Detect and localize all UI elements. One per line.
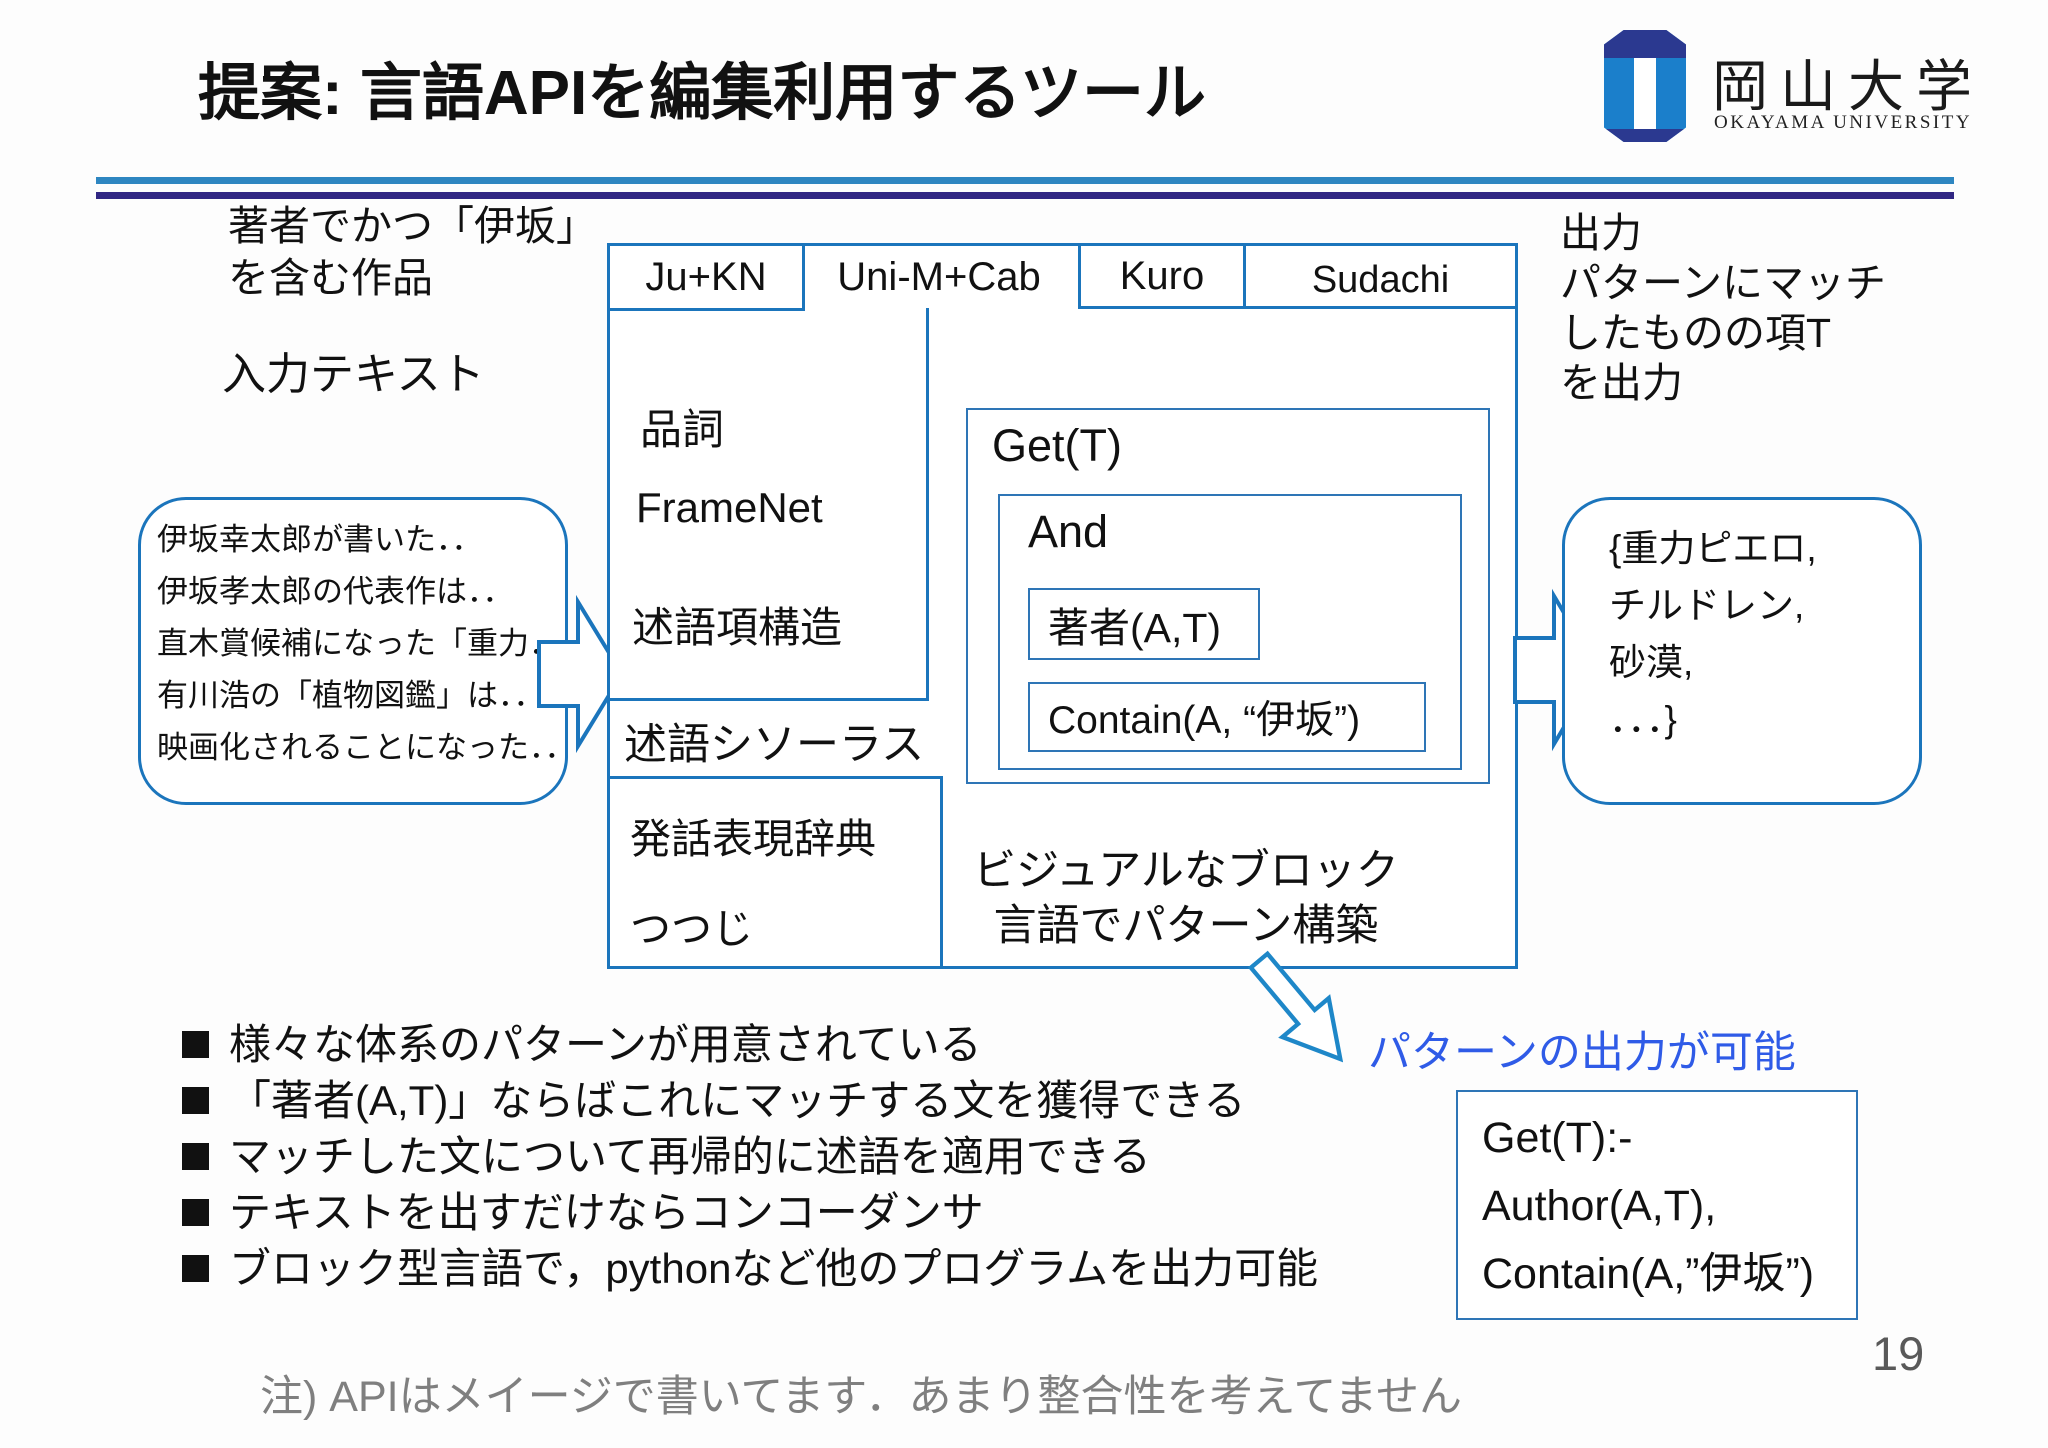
pattern-code-line: Contain(A,”伊坂”) bbox=[1482, 1250, 1815, 1298]
university-name-en: OKAYAMA UNIVERSITY bbox=[1714, 112, 1973, 133]
output-caption-line: パターンにマッチ bbox=[1560, 260, 1886, 306]
bullet-item: ブロック型言語で，pythonなど他のプログラムを出力可能 bbox=[182, 1242, 1318, 1298]
footnote: 注) APIはメイージで書いてます．あまり整合性を考えてません bbox=[260, 1373, 1462, 1421]
visual-block-caption: ビジュアルなブロック 言語でパターン構築 bbox=[968, 844, 1404, 954]
input-line: 有川浩の「植物図鑑」は．． bbox=[157, 678, 545, 713]
get-label: Get(T) bbox=[992, 420, 1122, 471]
resource-item: FrameNet bbox=[636, 484, 823, 531]
pattern-export-label: パターンの出力が可能 bbox=[1368, 1029, 1796, 1077]
tool-diagram-box: Ju+KN Uni-M+Cab Kuro Sudachi 品詞 FrameNet… bbox=[607, 243, 1518, 969]
bullet-text: テキストを出すだけならコンコーダンサ bbox=[229, 1189, 984, 1236]
logo-top-cap bbox=[1604, 30, 1686, 58]
dictionary-panel: 発話表現辞典 つつじ bbox=[610, 776, 943, 966]
resource-panel: 品詞 FrameNet 述語項構造 bbox=[610, 308, 929, 701]
bullet-item: マッチした文について再帰的に述語を適用できる bbox=[182, 1130, 1318, 1186]
input-line: 伊坂幸太郎が書いた．． bbox=[157, 522, 483, 557]
visual-block-caption-line2: 言語でパターン構築 bbox=[993, 902, 1379, 950]
bullet-marker bbox=[182, 1199, 209, 1226]
output-caption: 出力 パターンにマッチ したものの項T を出力 bbox=[1560, 208, 1886, 408]
bullet-item: テキストを出すだけならコンコーダンサ bbox=[182, 1186, 1318, 1242]
output-result-line: チルドレン, bbox=[1609, 585, 1805, 626]
university-logo: 岡山大学 OKAYAMA UNIVERSITY bbox=[1604, 28, 1972, 148]
output-result-line: ．．．} bbox=[1609, 699, 1677, 740]
bullet-item: 様々な体系のパターンが用意されている bbox=[182, 1018, 1318, 1074]
output-result-line: 砂漠, bbox=[1609, 642, 1694, 683]
bullet-marker bbox=[182, 1255, 209, 1282]
tab-ju-kn: Ju+KN bbox=[610, 246, 805, 311]
bullet-text: 様々な体系のパターンが用意されている bbox=[229, 1021, 982, 1068]
tab-sudachi: Sudachi bbox=[1243, 246, 1515, 306]
query-caption: 著者でかつ「伊坂」 を含む作品 bbox=[228, 200, 597, 304]
input-line: 映画化されることになった．． bbox=[157, 730, 576, 765]
tab-group-right: Kuro Sudachi bbox=[1078, 246, 1515, 309]
bullet-text: マッチした文について再帰的に述語を適用できる bbox=[229, 1133, 1151, 1180]
and-label: And bbox=[1028, 506, 1109, 557]
pattern-author-block: 著者(A,T) bbox=[1028, 588, 1260, 660]
flow-arrow-input-icon bbox=[536, 588, 626, 760]
output-caption-line: したものの項T bbox=[1560, 310, 1832, 356]
university-name-ja: 岡山大学 bbox=[1712, 57, 1984, 119]
resource-item: 品詞 bbox=[640, 406, 725, 453]
visual-block-caption-line1: ビジュアルなブロック bbox=[973, 847, 1399, 895]
output-result-line: {重力ピエロ, bbox=[1609, 528, 1817, 569]
bullet-text: 「著者(A,T)」ならばこれにマッチする文を獲得できる bbox=[229, 1077, 1246, 1124]
header-rule-bottom bbox=[96, 192, 1954, 199]
pattern-and-block: And 著者(A,T) Contain(A, “伊坂”) bbox=[998, 494, 1462, 770]
pattern-code-box: Get(T):- Author(A,T), Contain(A,”伊坂”) bbox=[1456, 1090, 1858, 1320]
page-number: 19 bbox=[1872, 1327, 1925, 1380]
pattern-code-line: Get(T):- bbox=[1482, 1114, 1633, 1162]
dictionary-item: 発話表現辞典 bbox=[630, 816, 876, 862]
query-caption-line2: を含む作品 bbox=[228, 255, 433, 301]
pattern-get-block: Get(T) And 著者(A,T) Contain(A, “伊坂”) bbox=[966, 408, 1490, 784]
bullet-marker bbox=[182, 1087, 209, 1114]
input-text-box: 伊坂幸太郎が書いた．． 伊坂孝太郎の代表作は．． 直木賞候補になった「重力．． … bbox=[138, 497, 576, 805]
bullet-text: ブロック型言語で，pythonなど他のプログラムを出力可能 bbox=[229, 1245, 1319, 1292]
tab-uni-m-cab: Uni-M+Cab bbox=[837, 254, 1041, 299]
output-caption-line: を出力 bbox=[1560, 360, 1683, 406]
bullet-marker bbox=[182, 1031, 209, 1058]
output-result-box: {重力ピエロ, チルドレン, 砂漠, ．．．} bbox=[1562, 497, 1922, 805]
thesaurus-label: 述語シソーラス bbox=[624, 721, 925, 769]
bullet-list: 様々な体系のパターンが用意されている 「著者(A,T)」ならばこれにマッチする文… bbox=[182, 1018, 1318, 1298]
university-logo-icon bbox=[1604, 30, 1686, 142]
tab-kuro: Kuro bbox=[1119, 253, 1205, 298]
pattern-contain-block: Contain(A, “伊坂”) bbox=[1028, 682, 1426, 752]
output-caption-line: 出力 bbox=[1560, 210, 1642, 256]
header-rule-top bbox=[96, 177, 1954, 184]
input-text-label: 入力テキスト bbox=[222, 350, 485, 399]
query-caption-line1: 著者でかつ「伊坂」 bbox=[228, 203, 597, 249]
input-line: 直木賞候補になった「重力．． bbox=[157, 626, 576, 661]
logo-center-stripe bbox=[1633, 58, 1657, 129]
bullet-item: 「著者(A,T)」ならばこれにマッチする文を獲得できる bbox=[182, 1074, 1318, 1130]
resource-item: 述語項構造 bbox=[632, 604, 843, 651]
bullet-marker bbox=[182, 1143, 209, 1170]
pattern-export-arrow-icon bbox=[1247, 944, 1344, 1078]
input-line: 伊坂孝太郎の代表作は．． bbox=[157, 574, 514, 609]
dictionary-item: つつじ bbox=[630, 906, 753, 952]
logo-bottom-cap bbox=[1604, 129, 1686, 142]
page-title: 提案: 言語APIを編集利用するツール bbox=[198, 59, 1206, 128]
pattern-code-line: Author(A,T), bbox=[1482, 1182, 1717, 1230]
